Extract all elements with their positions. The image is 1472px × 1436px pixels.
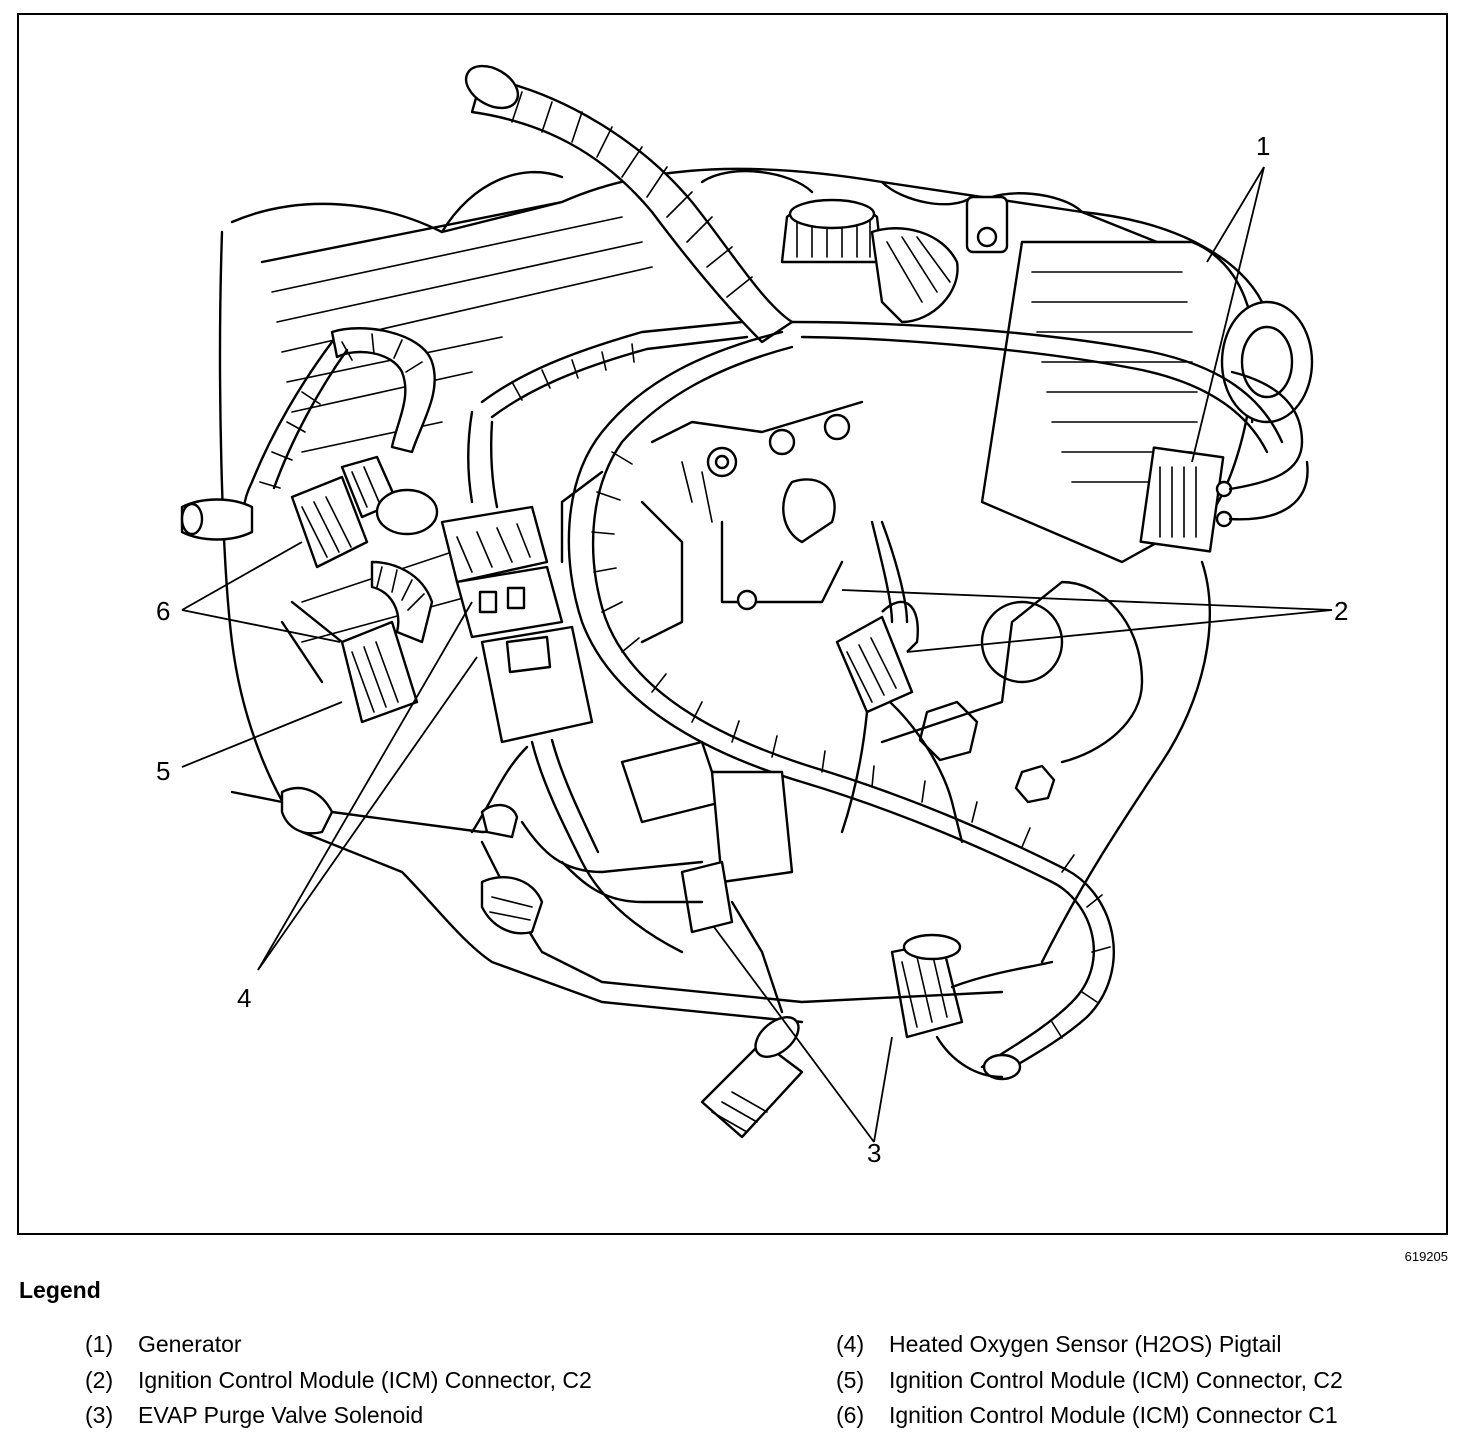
- legend-item-number: (4): [836, 1331, 865, 1358]
- legend-item: (6) Ignition Control Module (ICM) Connec…: [836, 1398, 1343, 1434]
- callout-1: 1: [1256, 131, 1271, 161]
- engine-line-drawing: [180, 64, 1333, 1143]
- legend-item-number: (6): [836, 1402, 865, 1429]
- legend-column-right: (4) Heated Oxygen Sensor (H2OS) Pigtail …: [836, 1327, 1343, 1434]
- legend-title: Legend: [19, 1277, 101, 1303]
- legend-item: (3) EVAP Purge Valve Solenoid: [85, 1398, 592, 1434]
- legend-item-label: Ignition Control Module (ICM) Connector,…: [889, 1366, 1343, 1393]
- legend-item: (1) Generator: [85, 1327, 592, 1363]
- evap-purge-solenoid: [620, 740, 1054, 1139]
- callout-leader-lines: [181, 166, 1333, 1143]
- figure-id: 619205: [1404, 1249, 1448, 1264]
- callout-4: 4: [237, 983, 252, 1013]
- legend-item-number: (3): [85, 1402, 114, 1429]
- wiring-harness: [180, 64, 1284, 1081]
- engine-diagram-frame: 1 2 3 4 5 6: [17, 13, 1448, 1235]
- legend-item: (5) Ignition Control Module (ICM) Connec…: [836, 1363, 1343, 1399]
- legend-item-number: (2): [85, 1366, 114, 1393]
- h2os-pigtail-connector: [440, 505, 684, 954]
- legend-item-label: EVAP Purge Valve Solenoid: [138, 1402, 424, 1429]
- legend-item: (4) Heated Oxygen Sensor (H2OS) Pigtail: [836, 1327, 1343, 1363]
- icm-connector-c2-left: [280, 560, 434, 724]
- legend-column-left: (1) Generator (2) Ignition Control Modul…: [85, 1327, 592, 1434]
- generator-drawing: [965, 195, 1314, 564]
- callout-5: 5: [156, 756, 171, 786]
- legend-item: (2) Ignition Control Module (ICM) Connec…: [85, 1363, 592, 1399]
- legend-item-number: (1): [85, 1331, 114, 1358]
- callout-3: 3: [867, 1138, 882, 1168]
- legend-item-label: Ignition Control Module (ICM) Connector …: [889, 1402, 1338, 1429]
- legend-item-label: Generator: [138, 1331, 242, 1358]
- legend-item-label: Heated Oxygen Sensor (H2OS) Pigtail: [889, 1331, 1282, 1358]
- icm-connector-c2-right: [835, 520, 919, 834]
- legend-item-number: (5): [836, 1366, 865, 1393]
- intake-details: [560, 198, 1144, 844]
- callout-6: 6: [156, 596, 171, 626]
- legend-item-label: Ignition Control Module (ICM) Connector,…: [138, 1366, 592, 1393]
- lower-engine-outline: [230, 786, 1004, 1004]
- callout-2: 2: [1334, 596, 1349, 626]
- icm-connector-c1: [290, 455, 439, 569]
